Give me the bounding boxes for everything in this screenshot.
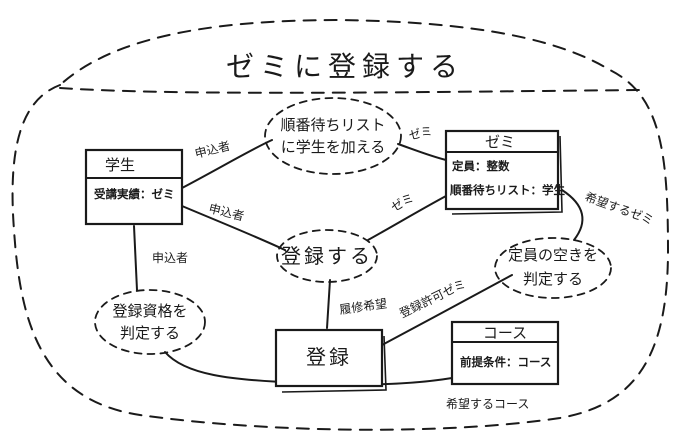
use-case-register-label: 登録する — [281, 244, 373, 268]
class-seminar-name: ゼミ — [485, 133, 515, 151]
label-seminar-desired: 希望するゼミ — [583, 189, 656, 228]
use-case-eligibility-line1: 登録資格を — [112, 302, 187, 320]
use-case-vacancy: 定員の空きを 判定する — [494, 237, 612, 299]
label-student-waitlist: 申込者 — [193, 139, 231, 161]
use-case-vacancy-shape — [494, 237, 612, 299]
use-case-waitlist: 順番待ちリスト に学生を加える — [264, 97, 402, 175]
class-course: コース 前提条件：コース — [450, 320, 560, 386]
class-student-attribute: 受講実績：ゼミ — [94, 187, 175, 201]
line-student-eligibility — [133, 225, 138, 291]
label-student-register: 申込者 — [207, 201, 245, 223]
line-enrollment-vacancy — [381, 274, 513, 346]
use-case-waitlist-line2: に学生を加える — [281, 138, 386, 156]
use-case-waitlist-shape — [264, 97, 402, 175]
label-register-enrollment: 履修希望 — [338, 295, 388, 317]
label-waitlist-seminar: ゼミ — [407, 124, 434, 143]
line-register-seminar — [367, 195, 447, 241]
class-enrollment-name: 登録 — [306, 345, 352, 369]
class-course-box — [450, 320, 560, 386]
class-seminar-attribute-capacity: 定員：整数 — [452, 159, 510, 173]
line-register-enrollment — [326, 279, 331, 329]
system-boundary — [11, 18, 670, 431]
use-case-register: 登録する — [276, 229, 378, 283]
class-seminar-box — [444, 129, 560, 211]
class-enrollment: 登録 — [274, 328, 387, 393]
use-case-register-shape — [276, 229, 378, 283]
line-waitlist-seminar — [397, 143, 447, 161]
use-case-vacancy-line2: 判定する — [523, 270, 583, 288]
label-student-eligibility: 申込者 — [152, 251, 188, 265]
label-course-desired: 希望するコース — [446, 396, 529, 411]
class-seminar-attribute-waitlist: 順番待ちリスト：学生 — [450, 183, 565, 197]
diagram-title: ゼミに登録する — [226, 50, 464, 83]
class-seminar: ゼミ 定員：整数 順番待ちリスト：学生 — [444, 129, 565, 215]
line-student-waitlist — [181, 139, 273, 189]
use-case-eligibility-line2: 判定する — [120, 324, 180, 342]
class-enrollment-shadow — [281, 335, 387, 393]
use-case-eligibility-shape — [94, 289, 206, 355]
association-labels: 申込者 申込者 申込者 ゼミ ゼミ 希望するゼミ 履修希望 登録許可ゼミ 希望す… — [152, 124, 656, 411]
class-student-name: 学生 — [105, 156, 135, 174]
class-enrollment-box — [274, 328, 384, 388]
line-seminar-vacancy — [561, 189, 584, 241]
class-course-attribute: 前提条件：コース — [460, 355, 551, 369]
use-case-eligibility: 登録資格を 判定する — [94, 289, 206, 355]
label-enrollment-vacancy: 登録許可ゼミ — [397, 276, 468, 321]
use-case-vacancy-line1: 定員の空きを — [508, 246, 598, 264]
label-register-seminar: ゼミ — [389, 190, 417, 214]
title-divider — [59, 87, 641, 94]
line-student-register — [181, 205, 286, 251]
class-seminar-shadow — [451, 135, 563, 215]
use-case-waitlist-line1: 順番待ちリスト — [280, 116, 385, 134]
class-student: 学生 受講実績：ゼミ — [84, 148, 184, 226]
class-student-box — [84, 148, 184, 226]
class-course-name: コース — [483, 324, 527, 342]
